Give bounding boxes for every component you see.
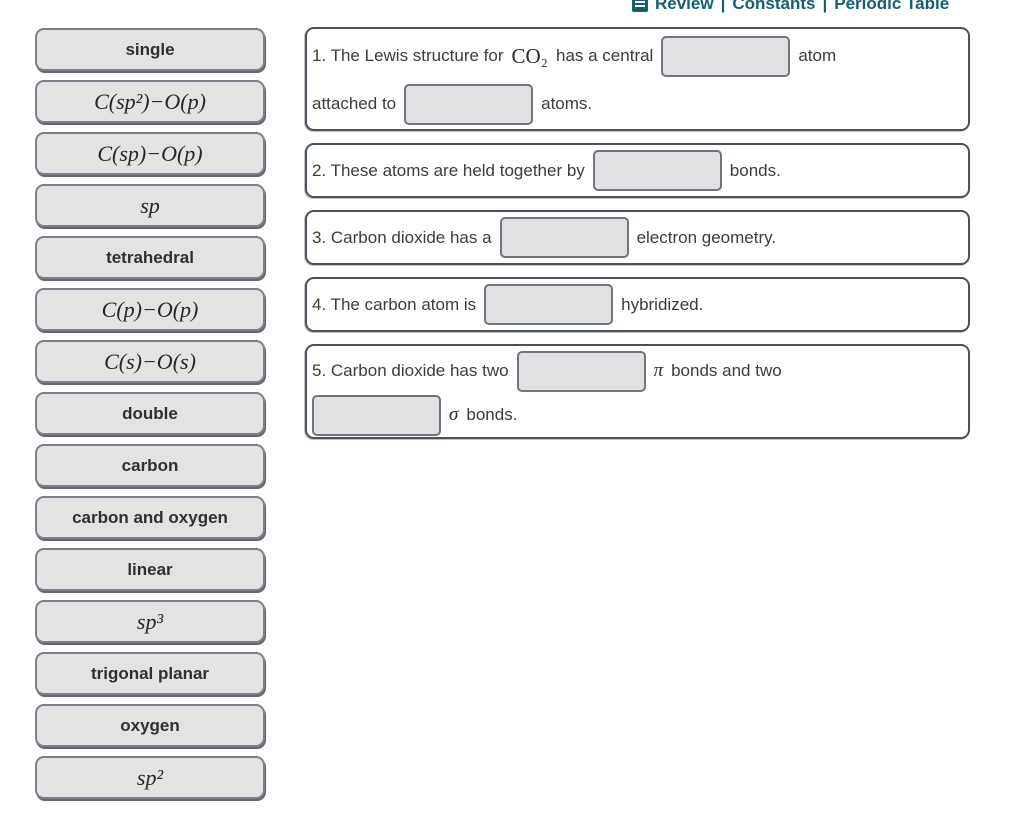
answer-tile-bank: single C(sp²)−O(p) C(sp)−O(p) sp tetrahe… bbox=[35, 28, 265, 808]
tile-c-s-o-s[interactable]: C(s)−O(s) bbox=[35, 340, 265, 383]
review-link[interactable]: Review bbox=[655, 0, 714, 13]
tile-label: C(s)−O(s) bbox=[104, 348, 196, 374]
tile-sp[interactable]: sp bbox=[35, 184, 265, 227]
tile-carbon[interactable]: carbon bbox=[35, 444, 265, 487]
tile-label: C(p)−O(p) bbox=[101, 296, 199, 322]
blank-attached-atoms[interactable] bbox=[404, 83, 534, 125]
statement-text: atom bbox=[798, 46, 837, 65]
statement-5-line-1: 5. Carbon dioxide has two π bonds and tw… bbox=[312, 349, 963, 393]
tile-trigonal-planar[interactable]: trigonal planar bbox=[35, 652, 265, 695]
tile-c-sp-o-p[interactable]: C(sp)−O(p) bbox=[35, 132, 265, 175]
tile-label: carbon bbox=[121, 455, 179, 475]
statement-text: bonds and two bbox=[671, 361, 782, 380]
periodic-table-link[interactable]: Periodic Table bbox=[834, 0, 950, 13]
tile-sp2[interactable]: sp² bbox=[35, 756, 265, 799]
tile-single[interactable]: single bbox=[35, 28, 265, 71]
statement-text: 3. Carbon dioxide has a bbox=[312, 227, 492, 247]
blank-bond-type[interactable] bbox=[592, 150, 722, 191]
statement-list: 1. The Lewis structure for CO₂ has a cen… bbox=[305, 27, 970, 451]
statement-text: 2. These atoms are held together by bbox=[312, 160, 585, 180]
statement-1: 1. The Lewis structure for CO₂ has a cen… bbox=[305, 27, 970, 131]
blank-sigma-bonds[interactable] bbox=[312, 394, 441, 436]
tile-sp3[interactable]: sp³ bbox=[35, 600, 265, 643]
tile-label: C(sp²)−O(p) bbox=[94, 88, 206, 114]
statement-1-line-1: 1. The Lewis structure for CO₂ has a cen… bbox=[312, 32, 963, 80]
statement-2: 2. These atoms are held together by bond… bbox=[305, 143, 970, 198]
statement-text: bonds. bbox=[466, 405, 518, 424]
header-links-bar: Review | Constants | Periodic Table bbox=[632, 0, 949, 14]
tile-c-p-o-p[interactable]: C(p)−O(p) bbox=[35, 288, 265, 331]
statement-5: 5. Carbon dioxide has two π bonds and tw… bbox=[305, 344, 970, 439]
statement-text: atoms. bbox=[541, 94, 593, 113]
tile-label: tetrahedral bbox=[106, 247, 194, 267]
blank-pi-bonds[interactable] bbox=[516, 350, 646, 392]
statement-text: 5. Carbon dioxide has two bbox=[312, 361, 509, 380]
tile-label: sp² bbox=[136, 764, 164, 790]
statement-text: has a central bbox=[556, 46, 654, 65]
sigma-symbol: σ bbox=[449, 404, 459, 425]
tile-label: linear bbox=[127, 559, 173, 579]
tile-label: single bbox=[125, 39, 175, 59]
tile-c-sp2-o-p[interactable]: C(sp²)−O(p) bbox=[35, 80, 265, 123]
tile-label: carbon and oxygen bbox=[72, 507, 228, 527]
blank-electron-geometry[interactable] bbox=[499, 217, 629, 258]
header-separator: | bbox=[720, 0, 726, 13]
co2-formula: CO₂ bbox=[511, 43, 549, 68]
statement-text: bonds. bbox=[729, 160, 781, 180]
statement-text: attached to bbox=[312, 94, 397, 113]
tile-oxygen[interactable]: oxygen bbox=[35, 704, 265, 747]
tile-label: sp bbox=[140, 192, 160, 218]
statement-text: hybridized. bbox=[621, 294, 704, 314]
statement-4: 4. The carbon atom is hybridized. bbox=[305, 277, 970, 332]
constants-link[interactable]: Constants bbox=[732, 0, 816, 13]
statement-3: 3. Carbon dioxide has a electron geometr… bbox=[305, 210, 970, 265]
tile-label: oxygen bbox=[120, 715, 180, 735]
tile-label: C(sp)−O(p) bbox=[97, 140, 203, 166]
statement-text: 4. The carbon atom is bbox=[312, 294, 477, 314]
review-icon bbox=[632, 0, 648, 12]
blank-hybridization[interactable] bbox=[484, 284, 614, 325]
statement-1-line-2: attached to atoms. bbox=[312, 80, 963, 128]
tile-carbon-and-oxygen[interactable]: carbon and oxygen bbox=[35, 496, 265, 539]
statement-5-line-2: σ bonds. bbox=[312, 393, 963, 437]
tile-label: double bbox=[122, 403, 178, 423]
pi-symbol: π bbox=[653, 360, 664, 381]
tile-double[interactable]: double bbox=[35, 392, 265, 435]
tile-label: sp³ bbox=[136, 608, 164, 634]
header-separator: | bbox=[822, 0, 828, 13]
statement-text: electron geometry. bbox=[636, 227, 777, 247]
statement-text: 1. The Lewis structure for bbox=[312, 46, 504, 65]
tile-linear[interactable]: linear bbox=[35, 548, 265, 591]
blank-central-atom[interactable] bbox=[661, 35, 791, 77]
tile-label: trigonal planar bbox=[90, 663, 210, 683]
tile-tetrahedral[interactable]: tetrahedral bbox=[35, 236, 265, 279]
